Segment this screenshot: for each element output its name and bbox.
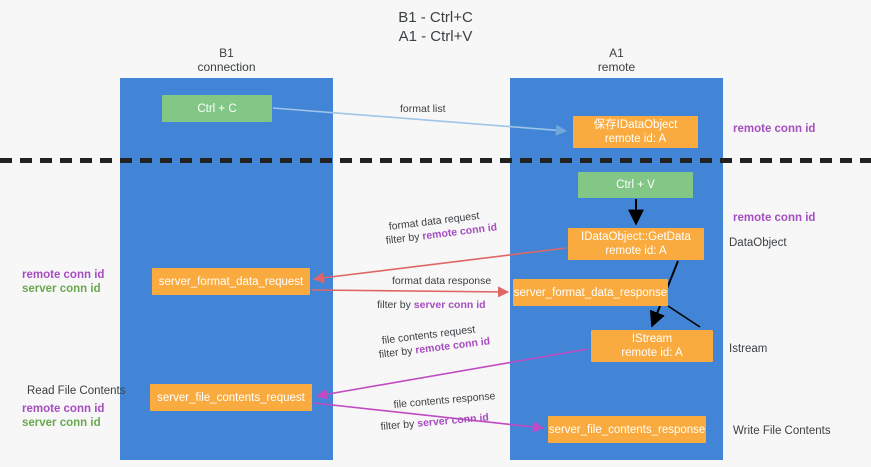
filter-prefix: filter by — [377, 299, 414, 311]
annotation-right-write-file-contents: Write File Contents — [733, 425, 831, 437]
title-line-1: B1 - Ctrl+C — [398, 9, 473, 26]
phase-divider — [0, 158, 871, 163]
node-ctrl-v[interactable]: Ctrl + V — [578, 172, 693, 198]
node-server-file-contents-request[interactable]: server_file_contents_request — [150, 384, 312, 411]
lane-header-a1-name: A1 — [609, 46, 624, 60]
annotation-left-conn-ids-1: remote conn id server conn id — [22, 268, 104, 296]
annotation-right-remote-conn-id-top: remote conn id — [733, 123, 816, 135]
annotation-right-istream: Istream — [729, 343, 768, 355]
node-istream-line1: IStream — [631, 333, 673, 345]
lane-header-b1-name: B1 — [219, 46, 234, 60]
lane-header-b1: B1 connection — [120, 46, 333, 74]
flow-label-format-list: format list — [400, 103, 446, 115]
node-sfcres-label: server_file_contents_response — [548, 423, 706, 436]
annotation-right-remote-conn-id-mid: remote conn id — [733, 212, 816, 224]
node-ctrl-v-label: Ctrl + V — [616, 179, 655, 191]
lane-header-b1-role: connection — [197, 60, 256, 74]
node-ctrl-c-label: Ctrl + C — [197, 102, 237, 115]
node-getdata-line2: remote id: A — [605, 245, 667, 257]
node-idataobject-line1: 保存IDataObject — [593, 119, 678, 131]
node-sfcreq-label: server_file_contents_request — [157, 391, 305, 404]
node-server-format-data-request[interactable]: server_format_data_request — [152, 268, 310, 295]
connector-format-data-response — [311, 286, 510, 298]
filter-prefix: filter by — [380, 417, 418, 433]
node-server-format-data-response[interactable]: server_format_data_response — [513, 279, 668, 306]
lane-header-a1: A1 remote — [510, 46, 723, 74]
filter-key-server-conn-id: server conn id — [413, 299, 486, 311]
page-title: B1 - Ctrl+C A1 - Ctrl+V — [0, 8, 871, 46]
node-idataobject-line2: remote id: A — [604, 133, 667, 145]
annotation-left-conn-ids-2: remote conn id server conn id — [22, 402, 104, 430]
flow-label-file-contents-response: file contents response — [393, 390, 496, 411]
annotation-left-server-conn-id-2: server conn id — [22, 417, 101, 429]
node-idataobject-getdata[interactable]: IDataObject::GetData remote id: A — [568, 228, 704, 260]
node-idataobject[interactable]: 保存IDataObject remote id: A — [573, 116, 698, 148]
lane-header-a1-role: remote — [597, 60, 636, 74]
annotation-left-read-file-contents: Read File Contents — [27, 385, 126, 397]
filter-prefix: filter by — [378, 344, 417, 361]
node-istream-line2: remote id: A — [621, 347, 683, 359]
filter-key-server-conn-id: server conn id — [416, 411, 490, 430]
node-getdata-line1: IDataObject::GetData — [581, 231, 691, 243]
flow-label-format-data-response-filter: filter by server conn id — [377, 298, 486, 312]
node-ctrl-c[interactable]: Ctrl + C — [162, 95, 272, 122]
title-line-2: A1 - Ctrl+V — [398, 28, 473, 45]
flow-label-file-contents-response-filter: filter by server conn id — [380, 411, 489, 434]
node-sfdres-label: server_format_data_response — [513, 286, 668, 299]
flow-label-format-data-response: format data response — [392, 275, 492, 287]
annotation-right-dataobject: DataObject — [729, 237, 787, 249]
node-sfdreq-label: server_format_data_request — [158, 275, 304, 288]
annotation-left-server-conn-id-1: server conn id — [22, 283, 101, 295]
filter-prefix: filter by — [385, 230, 424, 247]
node-istream[interactable]: IStream remote id: A — [591, 330, 713, 362]
annotation-left-remote-conn-id-1: remote conn id — [22, 269, 105, 281]
node-server-file-contents-response[interactable]: server_file_contents_response — [548, 416, 706, 443]
annotation-left-remote-conn-id-2: remote conn id — [22, 403, 105, 415]
